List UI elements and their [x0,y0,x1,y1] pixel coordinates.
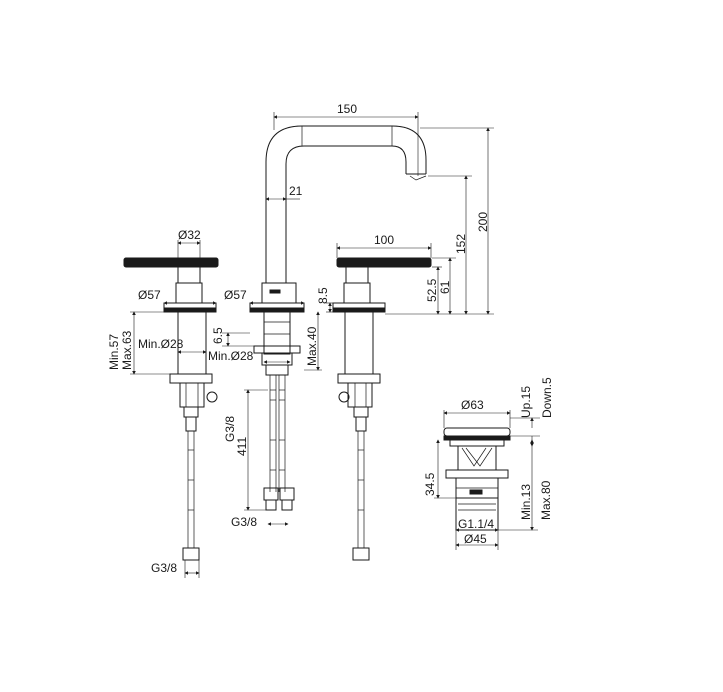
handle-height-outer-label: 61 [438,280,452,294]
left-min-hole-label: Min.Ø28 [138,337,184,351]
dimension-lines [130,112,540,578]
handle-length-label: 100 [374,233,394,247]
centre-thread-label: G3/8 [223,416,237,442]
left-handle-dia-label: Ø32 [178,228,201,242]
hose-length-label: 411 [235,437,249,456]
min-deck-label: Min.57 [107,334,121,370]
drain [443,427,511,531]
spout-tube-label: 21 [289,184,303,198]
centre-max-label: Max.40 [305,326,319,366]
left-valve [123,257,219,561]
right-valve [332,257,432,561]
drain-top-dia-label: Ø63 [461,398,484,412]
deck-gap-label: 8.5 [316,287,330,304]
spout-outlet-height-label: 152 [454,234,468,254]
max-deck-label: Max.63 [120,330,134,370]
spout-width-label: 150 [337,102,357,116]
drain-height-label: 34.5 [423,472,437,496]
drain-min-label: Min.13 [519,484,533,520]
centre-gap-label: 6.5 [211,327,225,344]
drain-down-label: Down.5 [540,377,554,418]
drain-thread-label: G1.1/4 [458,517,494,531]
centre-base-dia-label: Ø57 [224,288,247,302]
centre-hose-thread-label: G3/8 [231,515,257,529]
drain-body-dia-label: Ø45 [464,532,487,546]
left-base-dia-label: Ø57 [138,288,161,302]
drain-up-label: Up.15 [519,386,533,418]
spout [249,125,427,511]
handle-height-inner-label: 52.5 [425,278,439,302]
centre-min-hole-label: Min.Ø28 [208,349,254,363]
drain-max-label: Max.80 [539,480,553,520]
spout-height-label: 200 [476,212,490,232]
left-hose-thread-label: G3/8 [151,561,177,575]
